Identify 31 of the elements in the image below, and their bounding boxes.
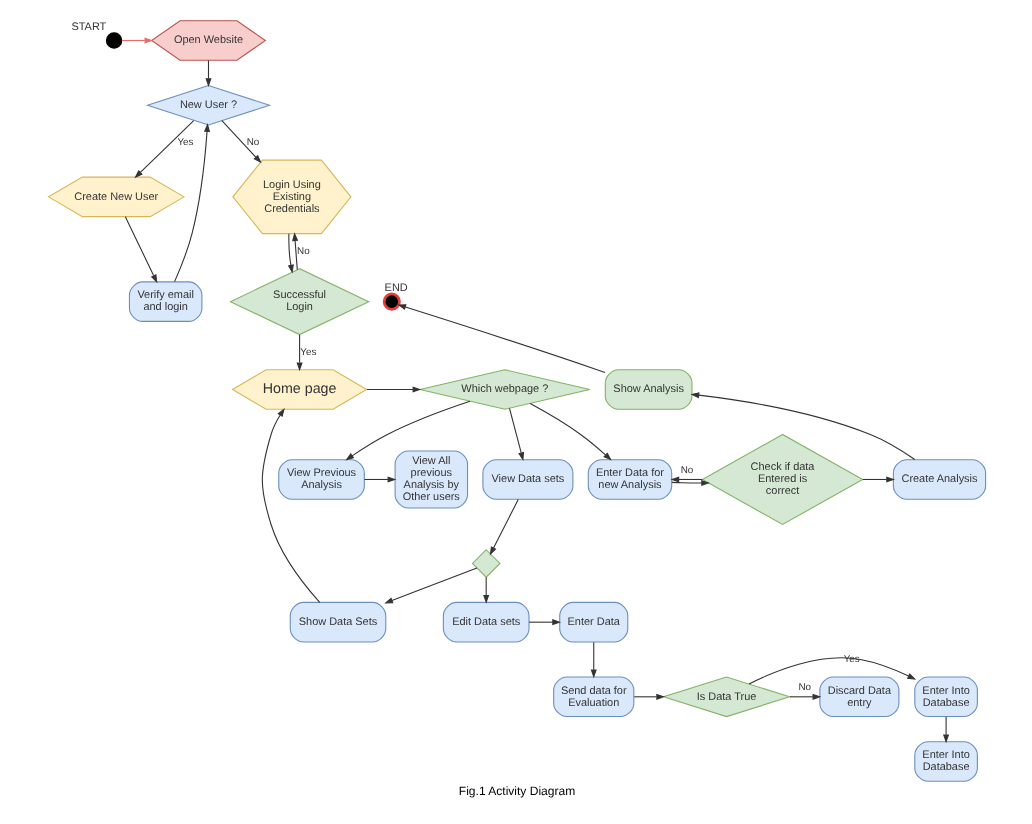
arrow — [788, 693, 821, 700]
arrow — [344, 400, 470, 461]
arrow — [527, 619, 561, 626]
arrow — [365, 386, 421, 393]
arrow — [204, 59, 211, 88]
arrow — [173, 123, 210, 283]
arrow — [295, 334, 302, 372]
node-circle — [104, 32, 122, 49]
arrow — [120, 37, 153, 44]
arrow — [669, 476, 702, 483]
arrow — [747, 657, 916, 685]
arrow — [482, 576, 489, 604]
arrow — [133, 120, 194, 179]
node-circle — [381, 292, 400, 311]
arrow — [260, 408, 320, 603]
arrow — [396, 304, 605, 374]
arrow — [632, 693, 665, 700]
arrow — [589, 641, 596, 679]
arrow — [528, 403, 611, 461]
arrow — [689, 392, 915, 461]
arrow — [286, 233, 293, 274]
arrow — [942, 716, 949, 744]
arrow — [123, 216, 157, 284]
arrow — [507, 407, 524, 462]
arrow — [670, 479, 710, 487]
arrow — [488, 499, 518, 556]
arrow — [291, 232, 298, 271]
arrow — [383, 567, 477, 604]
arrow — [861, 476, 895, 483]
arrow — [362, 476, 396, 483]
arrow — [220, 120, 261, 164]
